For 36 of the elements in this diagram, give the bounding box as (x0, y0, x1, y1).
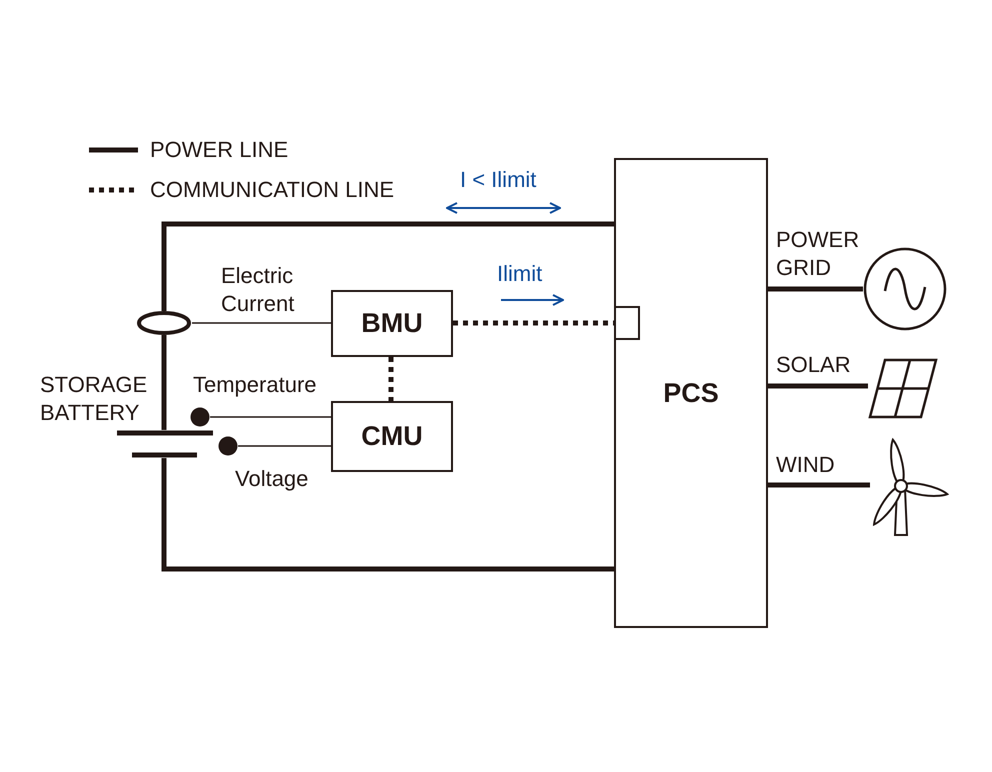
signal-line (238, 445, 331, 447)
signal-line (192, 322, 331, 324)
solar-panel-drawing (868, 358, 938, 419)
bmu-box (331, 290, 453, 357)
power-line (162, 458, 614, 572)
edge-label: WIND (776, 451, 836, 479)
unit-label: BMU (361, 308, 423, 339)
edge-label: SOLAR (776, 351, 852, 379)
power-line (162, 335, 166, 430)
power-line (768, 482, 870, 488)
ac-source-symbol (863, 247, 947, 331)
edge-label: POWER GRID (776, 226, 860, 282)
terminal-dot (218, 436, 238, 456)
wind-turbine-drawing (870, 440, 950, 537)
edge-label: Temperature (193, 371, 318, 399)
communication-line (453, 320, 614, 326)
node-caption: STORAGE BATTERY (40, 371, 148, 427)
port-box (614, 306, 640, 340)
direction-label: Ilimit (497, 260, 542, 288)
terminal-dot (190, 407, 210, 427)
unit-label: PCS (663, 378, 719, 408)
edge-label: Voltage (235, 465, 310, 493)
power-line (162, 222, 614, 311)
edge-label: Electric Current (221, 262, 296, 318)
power-line (768, 286, 863, 292)
current-sensor-ring (137, 311, 192, 335)
battery-symbol (115, 430, 215, 458)
cmu-box (331, 401, 453, 472)
pcs-box (614, 158, 768, 628)
communication-line (388, 357, 394, 401)
legend-text: COMMUNICATION LINE (150, 176, 394, 204)
power-line (768, 384, 868, 388)
unit-label: CMU (361, 421, 423, 452)
signal-line (210, 416, 331, 418)
direction-label: I < Ilimit (460, 166, 536, 194)
legend-text: POWER LINE (150, 136, 288, 164)
